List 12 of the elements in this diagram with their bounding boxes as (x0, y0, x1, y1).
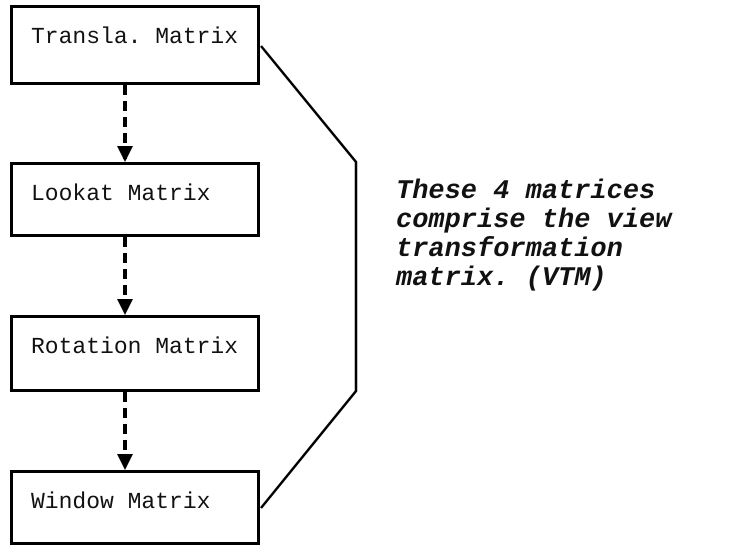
box-label: Lookat Matrix (31, 181, 212, 207)
box-label: Rotation Matrix (31, 334, 240, 360)
note-text: These 4 matrices comprise the view transformation matrix. (VTM) (396, 178, 674, 294)
process-box (10, 5, 260, 85)
dashed-arrow (117, 85, 133, 162)
process-box (10, 470, 260, 545)
box-label: Window Matrix (31, 489, 212, 515)
process-box (10, 162, 260, 237)
box-label: Transla. Matrix (31, 24, 240, 50)
process-box (10, 315, 260, 392)
dashed-arrow (117, 237, 133, 315)
dashed-arrow (117, 392, 133, 470)
